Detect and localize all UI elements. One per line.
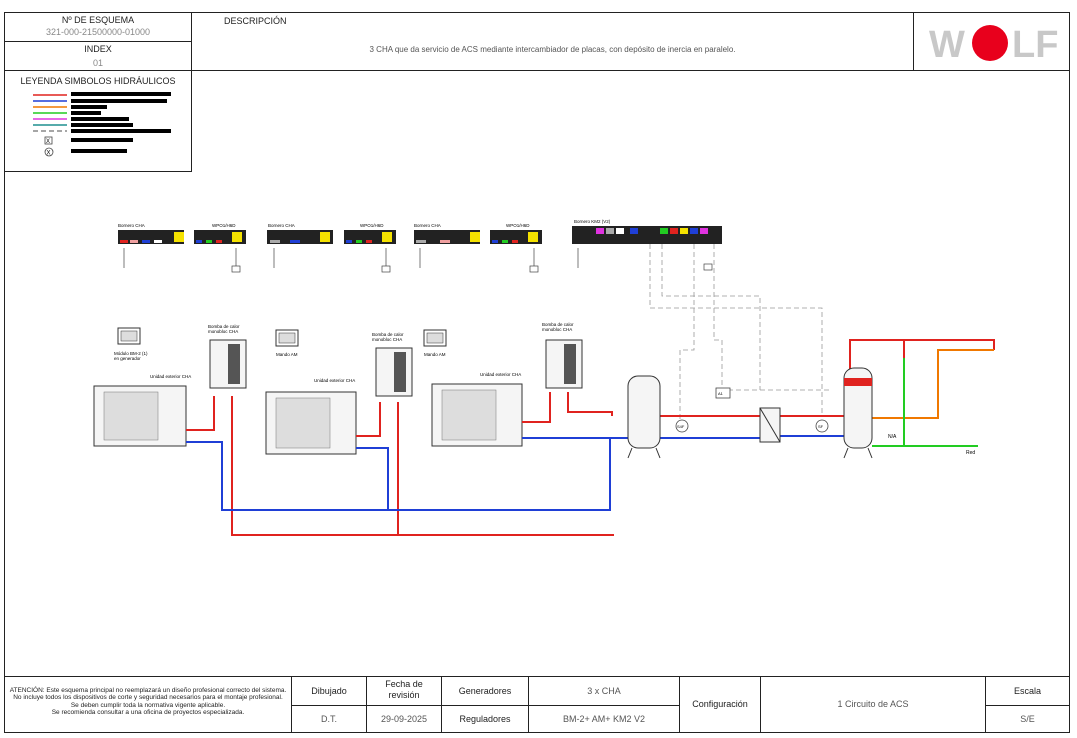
wolf-logo: W LF — [929, 24, 1058, 66]
reguladores-value-cell: BM-2+ AM+ KM2 V2 — [528, 705, 680, 733]
tag-red: Red — [966, 450, 975, 456]
sensor-label-s4f: S4F — [677, 424, 685, 429]
reguladores-value: BM-2+ AM+ KM2 V2 — [562, 714, 646, 724]
module-label: Módulo BM-2 (1)en generador — [114, 351, 148, 361]
outdoor-label-3: Unidad exterior CHA — [480, 372, 521, 377]
escala-value: S/E — [1020, 714, 1035, 724]
dibujado-label: Dibujado — [311, 686, 347, 696]
generadores-value-cell: 3 x CHA — [528, 676, 680, 706]
ctrl-label-6: WPO1/H6D — [506, 223, 530, 228]
ctrl-label-4: WPO1/H6D — [360, 223, 384, 228]
legend-box: LEYENDA SIMBOLOS HIDRÁULICOS X X — [4, 70, 192, 172]
dhw-piping — [872, 349, 994, 419]
control-lines — [649, 244, 830, 426]
generadores-label-cell: Generadores — [441, 676, 529, 706]
ctrl-label-1: Bornero CHA — [118, 223, 145, 228]
reguladores-label: Reguladores — [459, 714, 511, 724]
svg-text:W: W — [929, 24, 967, 66]
index-label: INDEX — [84, 44, 112, 54]
generadores-value: 3 x CHA — [587, 686, 621, 696]
index-value: 01 — [92, 58, 103, 68]
mando-label-2: Mando AM — [424, 352, 446, 357]
supply-piping — [186, 339, 995, 536]
hydraulic-diagram: Bornero CHA WPO1/H6D Bornero CHA WPO1/H6… — [93, 219, 995, 536]
config-label: Configuración — [692, 699, 748, 709]
svg-text:X: X — [46, 139, 50, 145]
description-cell: DESCRIPCIÓN 3 CHA que da servicio de ACS… — [191, 12, 914, 71]
dibujado-value: D.T. — [320, 714, 337, 724]
ctrl-label-2: WPO1/H6D — [212, 223, 236, 228]
svg-text:X: X — [47, 151, 51, 157]
sensors — [675, 387, 829, 433]
dibujado-value-cell: D.T. — [291, 705, 367, 733]
escala-label-cell: Escala — [985, 676, 1070, 706]
ctrl-label-3: Bornero CHA — [268, 223, 295, 228]
dhw-tank — [843, 367, 873, 459]
mando-label-1: Mando AM — [276, 352, 298, 357]
control-terminals: Bornero CHA WPO1/H6D Bornero CHA WPO1/H6… — [118, 219, 722, 273]
ctrl-label-7: Bornero KM2 (V2) — [574, 219, 611, 224]
outdoor-label-2: Unidad exterior CHA — [314, 378, 355, 383]
outdoor-label-1: Unidad exterior CHA — [150, 374, 191, 379]
description-label: DESCRIPCIÓN — [224, 16, 287, 26]
description-text: 3 CHA que da servicio de ACS mediante in… — [369, 45, 736, 54]
warning-text: ATENCIÓN: Este esquema principal no reem… — [9, 686, 287, 717]
escala-label: Escala — [1013, 686, 1041, 696]
legend-symbols: X X — [33, 92, 171, 157]
index-cell: INDEX 01 — [4, 41, 192, 71]
dibujado-label-cell: Dibujado — [291, 676, 367, 706]
sensor-label-a1: A1 — [718, 391, 724, 396]
escala-value-cell: S/E — [985, 705, 1070, 733]
scheme-number-label: Nº DE ESQUEMA — [61, 15, 135, 25]
ctrl-label-5: Bornero CHA — [414, 223, 441, 228]
config-value: 1 Circuito de ACS — [837, 699, 909, 709]
logo-cell: W LF — [913, 12, 1070, 71]
fecha-value-cell: 29-09-2025 — [366, 705, 442, 733]
scheme-number-cell: Nº DE ESQUEMA 321-000-21500000-01000 — [4, 12, 192, 42]
config-label-cell: Configuración — [679, 676, 761, 733]
svg-text:LF: LF — [1012, 24, 1058, 66]
tag-na: N/A — [888, 434, 897, 440]
cold-water-piping — [872, 358, 978, 447]
sensor-label-sf: SF — [818, 424, 824, 429]
config-value-cell: 1 Circuito de ACS — [760, 676, 986, 733]
fecha-value: 29-09-2025 — [380, 714, 428, 724]
fecha-label-cell: Fecha de revisión — [366, 676, 442, 706]
return-piping — [186, 435, 850, 511]
warning-cell: ATENCIÓN: Este esquema principal no reem… — [4, 676, 292, 733]
generadores-label: Generadores — [458, 686, 512, 696]
inertia-tank — [627, 375, 661, 459]
legend-title: LEYENDA SIMBOLOS HIDRÁULICOS — [20, 76, 176, 86]
reguladores-label-cell: Reguladores — [441, 705, 529, 733]
scheme-number-value: 321-000-21500000-01000 — [45, 27, 151, 37]
heat-pump-group-1: Módulo BM-2 (1)en generador Bomba de cal… — [93, 324, 247, 447]
fecha-label: Fecha de revisión — [385, 679, 423, 700]
